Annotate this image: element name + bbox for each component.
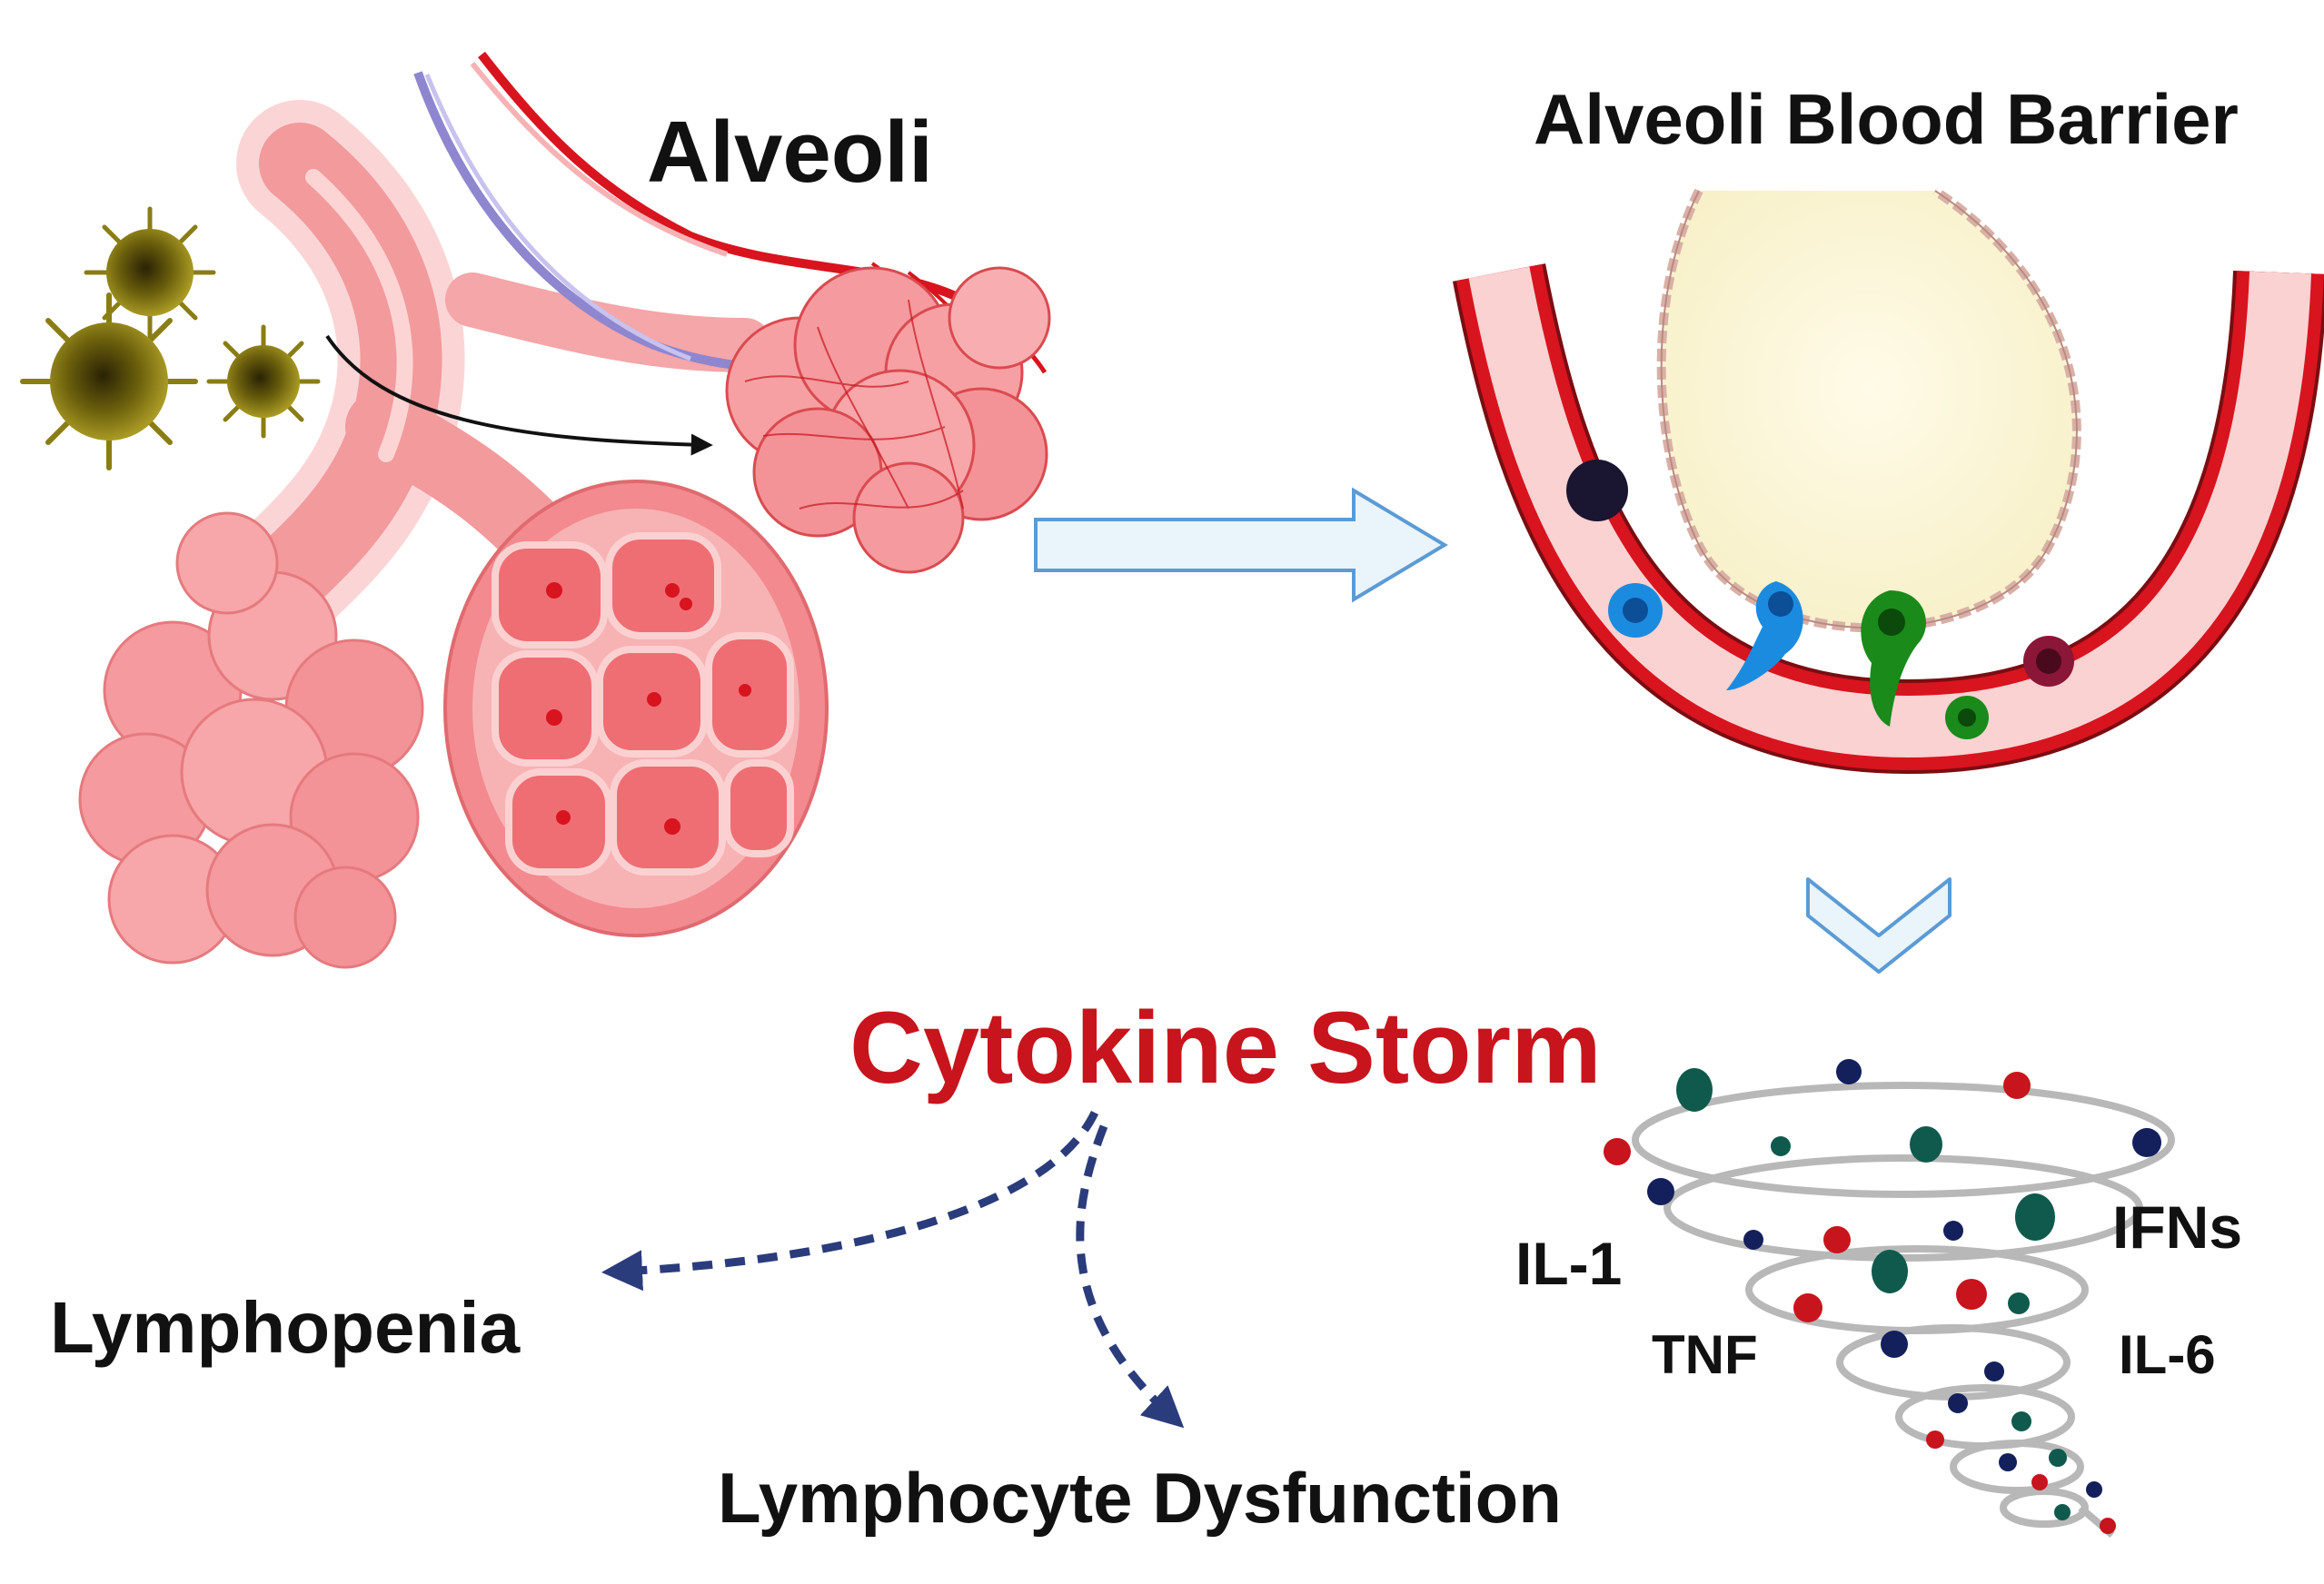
infection-arrow — [325, 334, 713, 456]
lymphocyte-dysfunction-label: Lymphocyte Dysfunction — [718, 1458, 1562, 1538]
lymphopenia-label: Lymphopenia — [50, 1287, 521, 1368]
bronchial-tree — [209, 100, 772, 654]
outcome-arrows — [601, 1111, 1185, 1429]
alveoli-blood-barrier — [1452, 186, 2324, 775]
chevron-down-icon — [1806, 877, 1952, 974]
tnf-label: TNF — [1652, 1324, 1758, 1385]
block-arrow-right-icon — [1034, 487, 1448, 603]
cytokine-tornado-icon — [1604, 1059, 2175, 1539]
il-1-label: IL-1 — [1515, 1230, 1623, 1297]
alveolar-sac-left — [78, 511, 424, 969]
alveoli-label: Alveoli — [647, 104, 933, 201]
alveoli-blood-barrier-label: Alveoli Blood Barrier — [1534, 79, 2239, 159]
ifns-label: IFNs — [2112, 1193, 2243, 1261]
il-6-label: IL-6 — [2119, 1324, 2216, 1385]
immune-cells — [1566, 460, 2074, 739]
alveolar-sac-cluster — [725, 266, 1051, 574]
alveolar-sac-section — [443, 480, 829, 937]
coronavirus-icon — [20, 206, 321, 470]
cytokine-storm-label: Cytokine Storm — [849, 991, 1602, 1104]
